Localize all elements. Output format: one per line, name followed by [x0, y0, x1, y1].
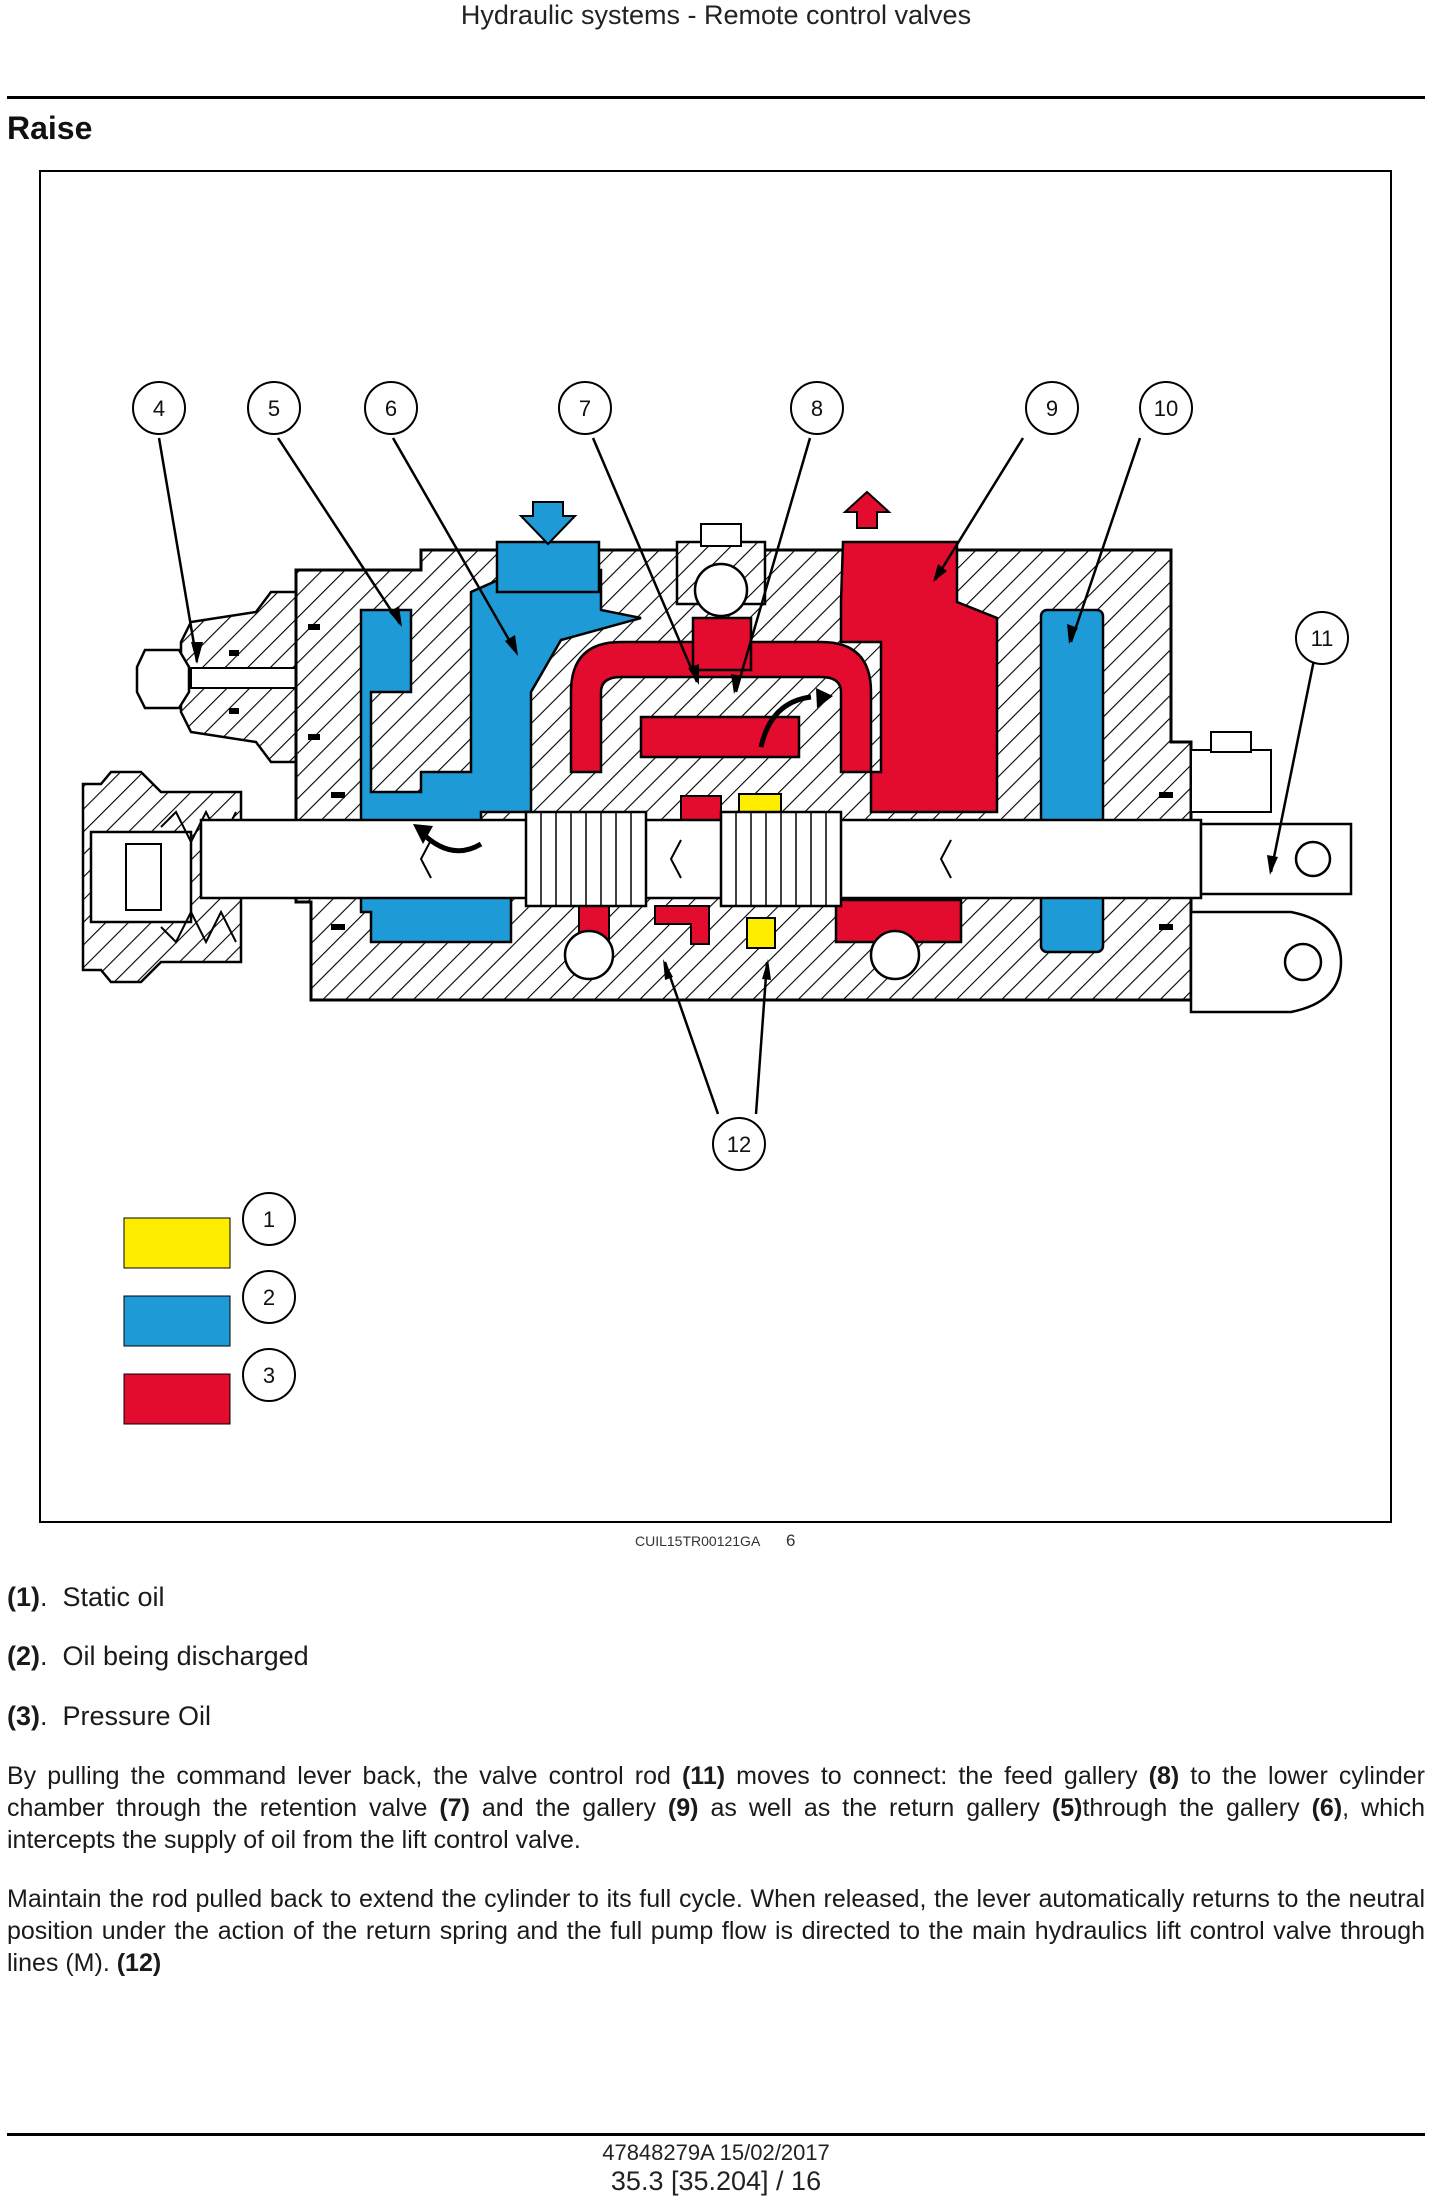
callout-10: 10	[1139, 381, 1193, 435]
static-oil-areas	[738, 793, 782, 949]
callout-12: 12	[712, 1117, 766, 1171]
legend-number: (2)	[7, 1641, 40, 1671]
right-housing	[563, 731, 1343, 1014]
svg-text:9: 9	[1046, 396, 1058, 421]
callout-3: 3	[242, 1348, 296, 1402]
svg-text:8: 8	[811, 396, 823, 421]
callout-2: 2	[242, 1270, 296, 1324]
top-plug	[675, 523, 767, 618]
header-rule	[7, 96, 1425, 99]
callout-7: 7	[558, 381, 612, 435]
figure-frame: 4 5 6 7 8 9 10 11 12 1 2 3	[39, 170, 1392, 1523]
legend-text: Static oil	[62, 1582, 165, 1612]
callout-5: 5	[247, 381, 301, 435]
footer-rule	[7, 2133, 1425, 2136]
svg-text:2: 2	[263, 1285, 275, 1310]
figure-code: CUIL15TR00121GA	[635, 1533, 761, 1549]
svg-text:7: 7	[579, 396, 591, 421]
svg-text:1: 1	[263, 1207, 275, 1232]
footer-document-id: 47848279A 15/02/2017	[602, 2140, 830, 2165]
left-adjuster	[135, 590, 302, 764]
leader-arrowheads	[191, 564, 1278, 980]
callout-6: 6	[364, 381, 418, 435]
svg-text:3: 3	[263, 1363, 275, 1388]
figure-index: 6	[786, 1531, 796, 1550]
running-header: Hydraulic systems - Remote control valve…	[460, 0, 972, 30]
seals	[229, 624, 1173, 930]
svg-text:10: 10	[1154, 396, 1178, 421]
callout-1: 1	[242, 1192, 296, 1246]
svg-text:5: 5	[268, 396, 280, 421]
callout-8: 8	[790, 381, 844, 435]
valve-diagram: 4 5 6 7 8 9 10 11 12 1 2 3	[81, 381, 1353, 1425]
legend-swatch-pressure-oil	[123, 1373, 231, 1425]
legend-item-discharged-oil: (2). Oil being discharged	[7, 1641, 309, 1671]
legend-item-pressure-oil: (3). Pressure Oil	[7, 1701, 212, 1731]
legend-text: Pressure Oil	[62, 1701, 212, 1731]
footer-page-number: 35.3 [35.204] / 16	[610, 2166, 822, 2196]
legend-number: (3)	[7, 1701, 40, 1731]
legend-swatch-static-oil	[123, 1217, 231, 1269]
legend-text: Oil being discharged	[62, 1641, 309, 1671]
section-title: Raise	[7, 110, 93, 146]
svg-text:6: 6	[385, 396, 397, 421]
legend-number: (1)	[7, 1582, 40, 1612]
callout-markers: 4 5 6 7 8 9 10 11 12 1 2 3	[132, 381, 1349, 1402]
callout-11: 11	[1295, 611, 1349, 665]
svg-text:11: 11	[1311, 626, 1334, 651]
paragraph-release: Maintain the rod pulled back to extend t…	[7, 1885, 1425, 1977]
callout-4: 4	[132, 381, 186, 435]
callout-9: 9	[1025, 381, 1079, 435]
legend-swatch-discharged-oil	[123, 1295, 231, 1347]
svg-text:4: 4	[153, 396, 165, 421]
control-rod	[199, 810, 1353, 908]
pressure-oil-galleries	[569, 490, 999, 945]
svg-text:12: 12	[727, 1132, 751, 1157]
flow-arrowheads	[413, 688, 833, 844]
paragraph-raise-operation: By pulling the command lever back, the v…	[7, 1762, 1425, 1854]
legend-item-static-oil: (1). Static oil	[7, 1582, 165, 1612]
leader-lines	[157, 437, 1318, 1115]
